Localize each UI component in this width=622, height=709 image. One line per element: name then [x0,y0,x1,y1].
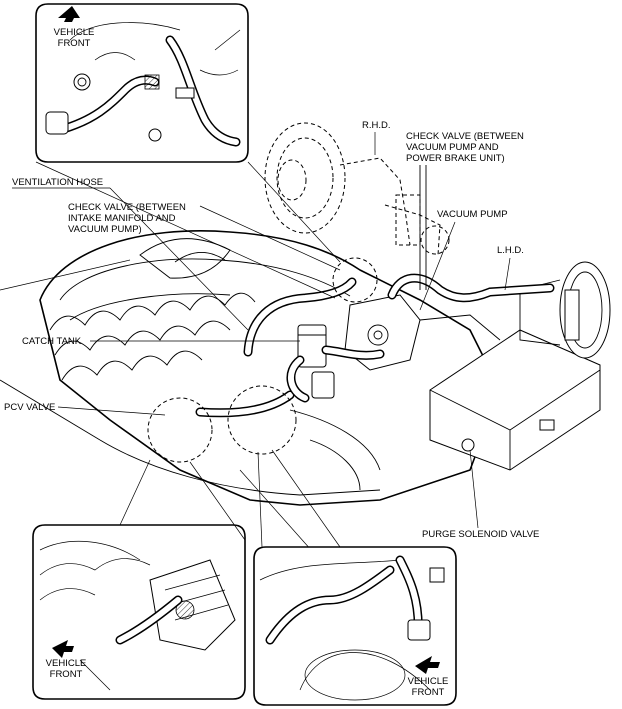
vehicle-front-arrow-bl [52,640,74,658]
label-check-valve-vacuum-2: VACUUM PUMP AND [406,142,499,153]
purge-solenoid [311,371,335,399]
callout-vacuum-pump [420,225,450,255]
callout-purge [227,385,297,455]
label-vacuum-pump: VACUUM PUMP [437,209,508,220]
label-rhd: R.H.D. [362,120,391,131]
label-check-valve-intake-3: VACUUM PUMP) [68,224,142,235]
callout-pcv [147,397,213,463]
label-lhd: L.H.D. [497,245,524,256]
inset-top: VEHICLE FRONT [35,3,249,163]
label-check-valve-intake-1: CHECK VALVE (BETWEEN [68,202,186,213]
vehicle-front-label-bl-2: FRONT [50,669,83,680]
vehicle-front-label-br-1: VEHICLE [408,676,449,687]
vehicle-front-label-top-2: FRONT [58,38,91,49]
vehicle-front-arrow-br [415,656,440,674]
label-ventilation-hose: VENTILATION HOSE [12,177,103,188]
inset-bottom-right: VEHICLE FRONT [253,546,457,706]
callout-check-valve [332,257,378,303]
vehicle-front-label-bl-1: VEHICLE [46,658,87,669]
label-catch-tank: CATCH TANK [22,336,82,347]
label-check-valve-intake-2: INTAKE MANIFOLD AND [68,213,176,224]
callout-labels: VENTILATION HOSE CHECK VALVE (BETWEEN IN… [4,120,539,540]
vehicle-front-label-br-2: FRONT [412,687,445,698]
engine-bay-drawing [0,122,611,561]
label-purge-solenoid-valve: PURGE SOLENOID VALVE [422,529,539,540]
vehicle-front-arrow-top [58,6,80,22]
intake-manifold [49,292,256,331]
label-check-valve-vacuum-3: POWER BRAKE UNIT) [406,153,505,164]
label-pcv-valve: PCV VALVE [4,402,55,413]
inset-bottom-left: VEHICLE FRONT [32,524,246,700]
label-check-valve-vacuum-1: CHECK VALVE (BETWEEN [406,131,524,142]
vehicle-front-label-top-1: VEHICLE [54,27,95,38]
engine-cover [39,230,501,506]
